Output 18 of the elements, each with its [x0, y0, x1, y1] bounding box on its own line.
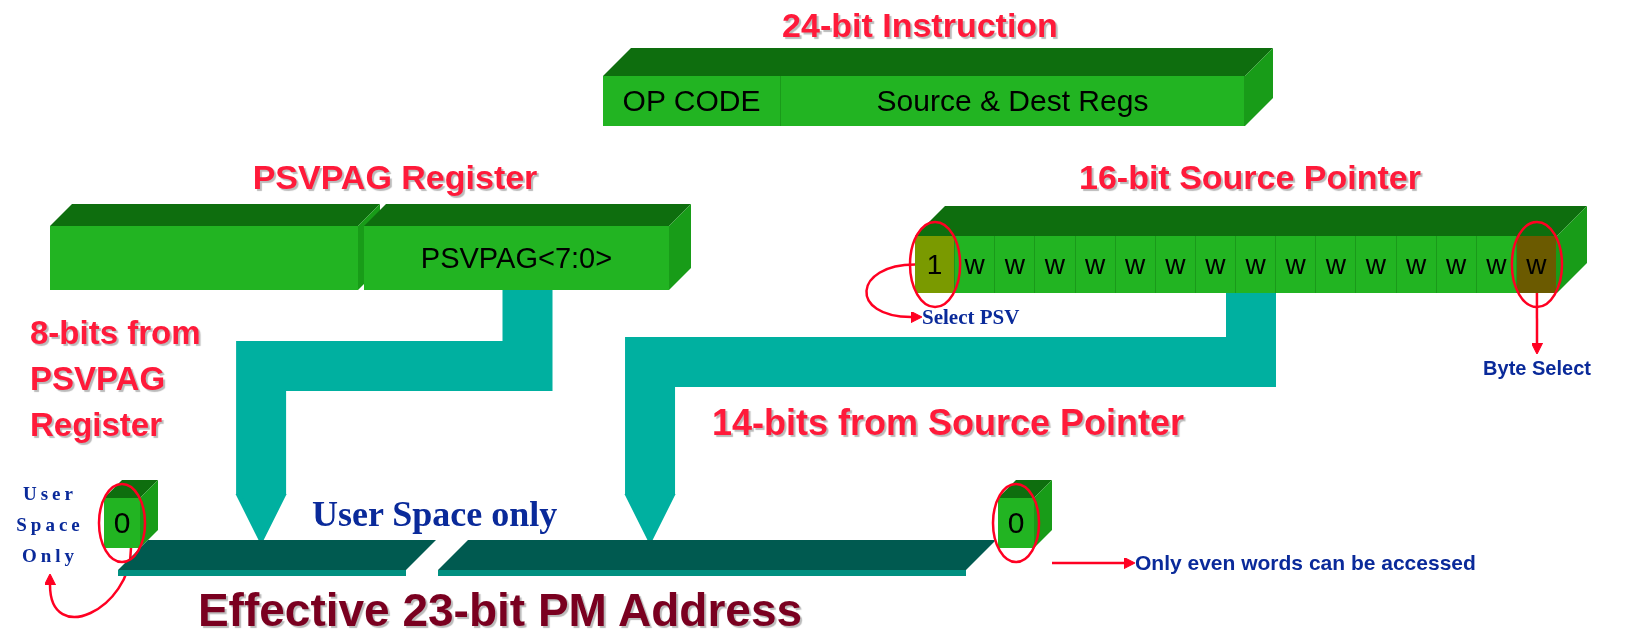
note-text: Byte Select — [1462, 354, 1612, 382]
address-segment — [438, 540, 996, 576]
bit-field: w — [1516, 236, 1557, 293]
bit-cube: 0 — [104, 480, 158, 548]
register-title: 16-bit Source Pointer — [1078, 157, 1422, 198]
address-segment — [118, 540, 436, 576]
note-text: User Space Only — [4, 478, 96, 574]
register-field — [50, 204, 380, 290]
address-title: Effective 23-bit PM Address — [196, 583, 804, 638]
edge-label: 8-bits from PSVPAG Register — [30, 313, 202, 445]
bit-cube: 0 — [998, 480, 1052, 548]
note-text: User Space only — [312, 493, 559, 536]
register-title: 24-bit Instruction — [781, 5, 1059, 46]
note-text: Select PSV — [922, 302, 1082, 332]
edge-label: 14-bits from Source Pointer — [712, 401, 1186, 444]
note-text: Only even words can be accessed — [1135, 548, 1585, 578]
bit-field: 1 — [915, 236, 956, 293]
register-title: PSVPAG Register — [251, 157, 539, 198]
